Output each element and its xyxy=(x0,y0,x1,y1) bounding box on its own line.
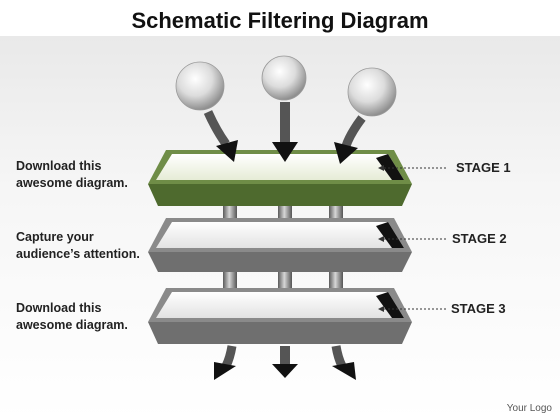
description-3-line-1: Download this xyxy=(16,301,102,315)
stage-3-label: STAGE 3 xyxy=(451,301,506,316)
description-3-line-2: awesome diagram. xyxy=(16,318,128,332)
stage-2-tray xyxy=(148,218,412,272)
stage-1-label: STAGE 1 xyxy=(456,160,511,175)
description-2: Capture your audience’s attention. xyxy=(16,229,166,263)
incoming-arrow xyxy=(334,115,366,164)
outgoing-arrow xyxy=(331,345,356,380)
page-title: Schematic Filtering Diagram xyxy=(131,8,429,33)
description-1-line-2: awesome diagram. xyxy=(16,176,128,190)
description-1-line-1: Download this xyxy=(16,159,102,173)
description-2-line-1: Capture your xyxy=(16,230,94,244)
incoming-arrow xyxy=(203,110,238,162)
stage-3-tray xyxy=(148,288,412,344)
outgoing-arrow xyxy=(214,345,237,380)
description-3: Download this awesome diagram. xyxy=(16,300,166,334)
stage-2-connector xyxy=(378,236,448,242)
stage-2-label: STAGE 2 xyxy=(452,231,507,246)
sphere xyxy=(261,55,307,101)
stage-1-tray xyxy=(148,150,412,206)
description-2-line-2: audience’s attention. xyxy=(16,247,140,261)
stage-3-connector xyxy=(378,306,448,312)
sphere xyxy=(175,61,225,111)
outgoing-arrow xyxy=(272,346,298,378)
logo-placeholder: Your Logo xyxy=(506,403,552,414)
stage-1-connector xyxy=(378,165,448,171)
sphere xyxy=(347,67,397,117)
incoming-arrow xyxy=(272,102,298,162)
description-1: Download this awesome diagram. xyxy=(16,158,166,192)
